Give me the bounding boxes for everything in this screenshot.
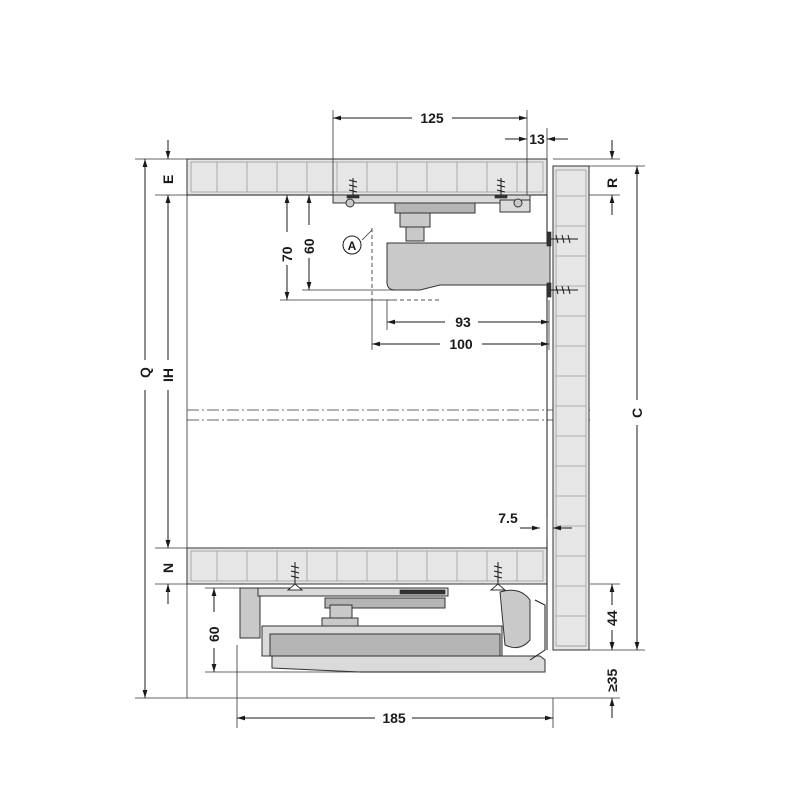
dimension-13: 13 xyxy=(505,128,568,159)
dimension-Q-label: Q xyxy=(137,367,153,378)
reference-A: A xyxy=(342,228,440,301)
dimension-7-5: 7.5 xyxy=(498,510,572,540)
top-fitting xyxy=(332,178,578,298)
dimension-N-label: N xyxy=(160,563,176,573)
dimension-125: 125 xyxy=(332,110,528,195)
screw-icon xyxy=(346,178,360,199)
dimension-185: 185 xyxy=(236,645,554,728)
dimension-70-label: 70 xyxy=(279,246,295,262)
right-dimensions: R C 44 ≥35 xyxy=(553,140,645,718)
front-panel xyxy=(546,165,590,651)
dimension-44-label: 44 xyxy=(604,610,620,626)
screw-icon xyxy=(286,562,304,591)
screw-icon xyxy=(494,178,508,199)
dimension-60-bottom-label: 60 xyxy=(206,626,222,642)
screw-icon xyxy=(546,282,578,298)
panel-inner-outline xyxy=(190,161,544,193)
cabinet-outline xyxy=(186,195,590,699)
bottom-panel xyxy=(186,547,548,585)
panel-inner-outline xyxy=(190,550,544,582)
dimension-93-100: 93 100 xyxy=(371,300,550,352)
dimension-7-5-label: 7.5 xyxy=(498,510,518,526)
screw-icon xyxy=(546,231,578,247)
dimension-60-bottom: 60 xyxy=(205,587,360,673)
dimension-R-label: R xyxy=(604,178,620,188)
reference-A-label: A xyxy=(348,239,357,253)
dimension-60-top-label: 60 xyxy=(301,238,317,254)
bottom-fitting xyxy=(239,562,546,673)
top-panel xyxy=(186,158,548,196)
dimension-70-60-top: 70 60 xyxy=(279,195,395,301)
left-dimensions: E Q IH N xyxy=(135,140,187,699)
dimension-125-label: 125 xyxy=(420,110,444,126)
dimension-100-label: 100 xyxy=(449,336,473,352)
dimension-13-label: 13 xyxy=(529,131,545,147)
dimension-IH-label: IH xyxy=(160,368,176,382)
panel-inner-outline xyxy=(555,169,587,647)
dimension-35-label: ≥35 xyxy=(604,669,620,692)
dimension-C-label: C xyxy=(629,408,645,418)
dimension-E-label: E xyxy=(160,175,176,184)
dimension-93-label: 93 xyxy=(455,314,471,330)
dimension-185-label: 185 xyxy=(382,710,406,726)
screw-icon xyxy=(489,562,507,591)
